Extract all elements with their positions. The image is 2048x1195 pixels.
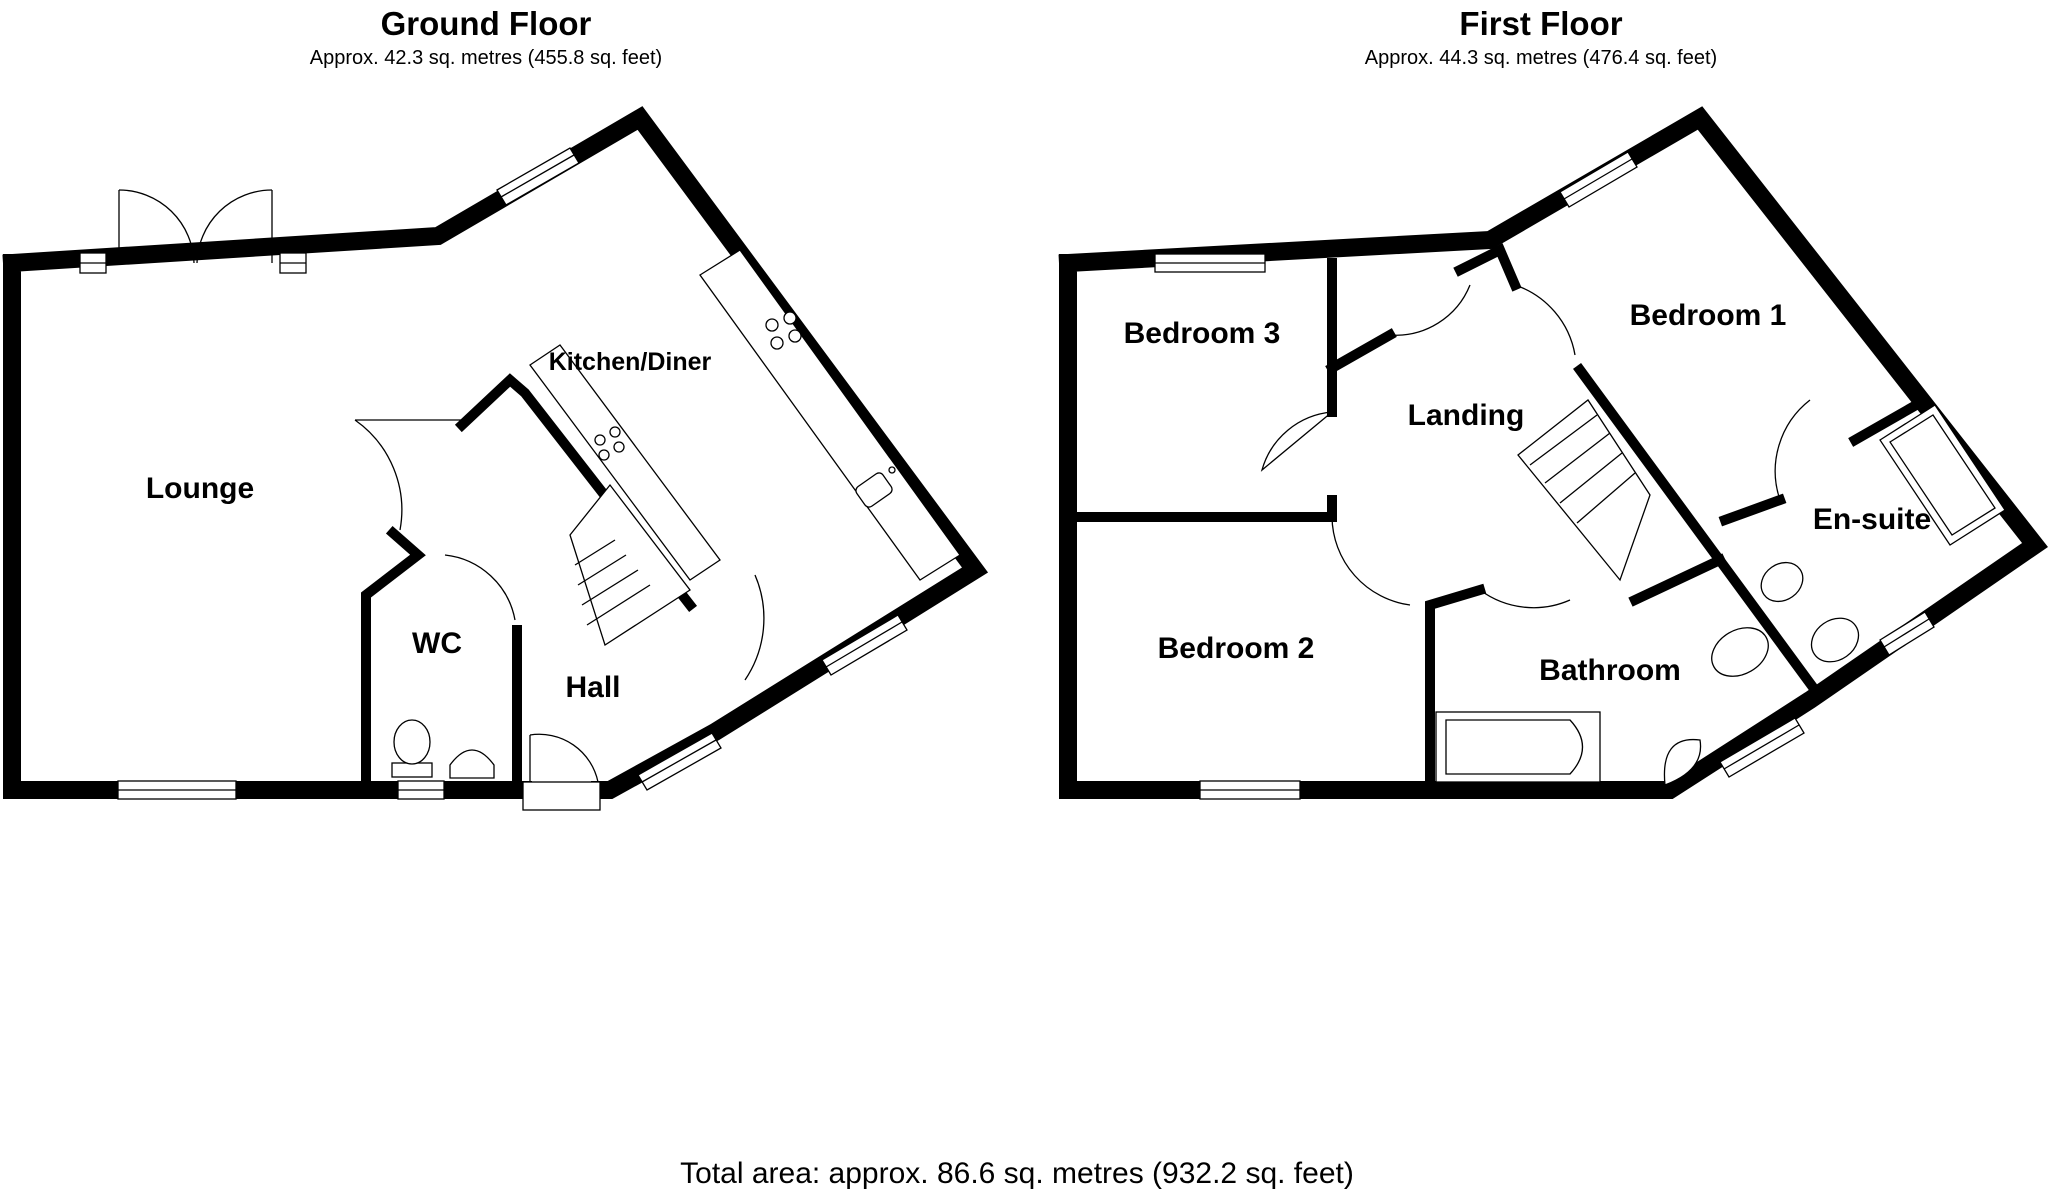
- front-door: [522, 733, 601, 811]
- wc-door-swing: [444, 554, 516, 621]
- bathroom-door-swing: [1479, 589, 1571, 609]
- ground-partition-wc: [361, 525, 426, 795]
- first-wall-bedroom3: [1325, 258, 1397, 417]
- bathroom-window: [1719, 717, 1805, 778]
- first-wall-ensuite: [1718, 393, 1932, 527]
- first-wall-bedroom2-top: [1063, 495, 1337, 522]
- first-floor-plan: Bedroom 3 Landing Bedroom 1 En-suite Bed…: [1058, 106, 2048, 800]
- kitchen-worktop-main: [699, 249, 961, 581]
- kitchen-worktop-island: [529, 344, 721, 581]
- ground-exterior-wall: [2, 106, 989, 799]
- room-label-wc: WC: [412, 627, 462, 660]
- bedroom2-window: [1199, 780, 1301, 800]
- room-label-kitchen-diner: Kitchen/Diner: [549, 348, 712, 376]
- ground-stairs: [569, 483, 691, 647]
- ground-floor-area: Approx. 42.3 sq. metres (455.8 sq. feet): [310, 47, 662, 69]
- bedroom1-window: [1559, 151, 1638, 208]
- bedroom1-door-swing: [1514, 284, 1576, 356]
- ground-floor-plan: Lounge Kitchen/Diner WC Hall: [2, 106, 989, 811]
- room-label-landing: Landing: [1408, 399, 1525, 432]
- first-wall-stair: [1628, 553, 1727, 607]
- first-wall-landing-top: [1453, 243, 1522, 292]
- room-label-bathroom: Bathroom: [1539, 654, 1681, 687]
- first-floor-title: First Floor: [1459, 5, 1622, 42]
- bathroom-toilet: [1711, 627, 1769, 677]
- kitchen-hob-2: [594, 426, 625, 461]
- landing-door-swing: [1389, 284, 1471, 336]
- kitchen-sink: [855, 466, 896, 508]
- lounge-front-window: [117, 780, 237, 800]
- kitchen-window: [496, 147, 580, 206]
- ensuite-door-swing: [1774, 399, 1811, 501]
- kitchen-door-swing: [744, 574, 765, 681]
- hall-window: [637, 732, 722, 791]
- ground-floor-title: Ground Floor: [381, 5, 592, 42]
- total-area: Total area: approx. 86.6 sq. metres (932…: [680, 1157, 1354, 1190]
- room-label-bedroom-1: Bedroom 1: [1630, 299, 1787, 332]
- room-label-hall: Hall: [565, 671, 620, 704]
- first-wall-bathroom: [1425, 583, 1487, 795]
- bedroom3-door-swing: [1260, 411, 1333, 472]
- bedroom2-door-swing: [1331, 516, 1411, 606]
- kitchen-front-window: [821, 614, 908, 676]
- room-label-bedroom-2: Bedroom 2: [1158, 632, 1315, 665]
- room-label-lounge: Lounge: [146, 472, 254, 505]
- lounge-french-doors: [118, 189, 273, 264]
- lounge-rear-window: [79, 252, 307, 274]
- ensuite-window: [1879, 611, 1935, 656]
- wc-toilet: [391, 719, 433, 778]
- wc-window: [397, 780, 445, 800]
- room-label-en-suite: En-suite: [1813, 503, 1931, 536]
- first-floor-area: Approx. 44.3 sq. metres (476.4 sq. feet): [1365, 47, 1717, 69]
- bathroom-basin: [1663, 738, 1702, 786]
- lounge-door-swing: [354, 419, 465, 531]
- kitchen-hob: [765, 311, 802, 350]
- wc-basin: [449, 749, 495, 779]
- first-stairs: [1517, 399, 1651, 582]
- ensuite-toilet: [1810, 617, 1860, 663]
- room-label-bedroom-3: Bedroom 3: [1124, 317, 1281, 350]
- ensuite-basin: [1760, 561, 1804, 603]
- first-wall-bedroom1-bath: [1573, 363, 1822, 697]
- ensuite-shower: [1879, 404, 2006, 546]
- bedroom3-window: [1154, 253, 1266, 273]
- bathroom-bath: [1435, 711, 1601, 783]
